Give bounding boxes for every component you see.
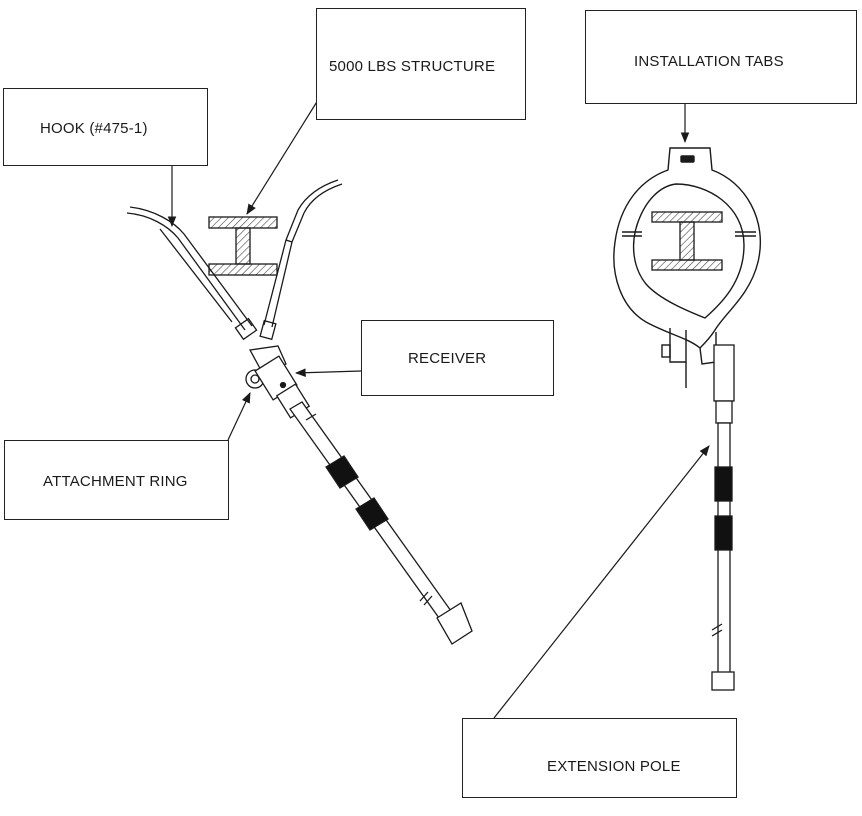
hook-left: [126, 206, 258, 341]
callout-attachment-ring-text: ATTACHMENT RING: [43, 473, 188, 490]
leader-structure: [246, 99, 319, 215]
callout-hook-text: HOOK (#475-1): [40, 120, 148, 137]
callout-structure-text: 5000 LBS STRUCTURE: [329, 58, 496, 75]
callout-receiver: RECEIVER: [361, 320, 554, 396]
callout-installation-tabs-text: INSTALLATION TABS: [634, 53, 784, 70]
callout-hook: HOOK (#475-1): [3, 88, 208, 166]
callout-extension-pole-text: EXTENSION POLE: [547, 758, 681, 775]
callout-installation-tabs: INSTALLATION TABS: [585, 10, 857, 104]
i-beam-structure-right: [651, 211, 723, 271]
i-beam-structure-left: [208, 216, 278, 276]
leader-extension-pole: [493, 445, 710, 719]
callout-attachment-ring: ATTACHMENT RING: [4, 440, 229, 520]
leader-receiver: [294, 368, 362, 378]
callout-extension-pole: EXTENSION POLE: [462, 718, 737, 798]
extension-pole-right: [711, 344, 735, 691]
jaw-right-arm: [259, 179, 343, 341]
leader-lines: [167, 99, 710, 719]
hook-frame-right: [613, 147, 762, 388]
callout-5000-lbs-structure: 5000 LBS STRUCTURE: [316, 8, 526, 120]
extension-pole-left: [289, 401, 473, 645]
callout-receiver-text: RECEIVER: [408, 350, 487, 367]
leader-attachment-ring: [227, 392, 251, 441]
